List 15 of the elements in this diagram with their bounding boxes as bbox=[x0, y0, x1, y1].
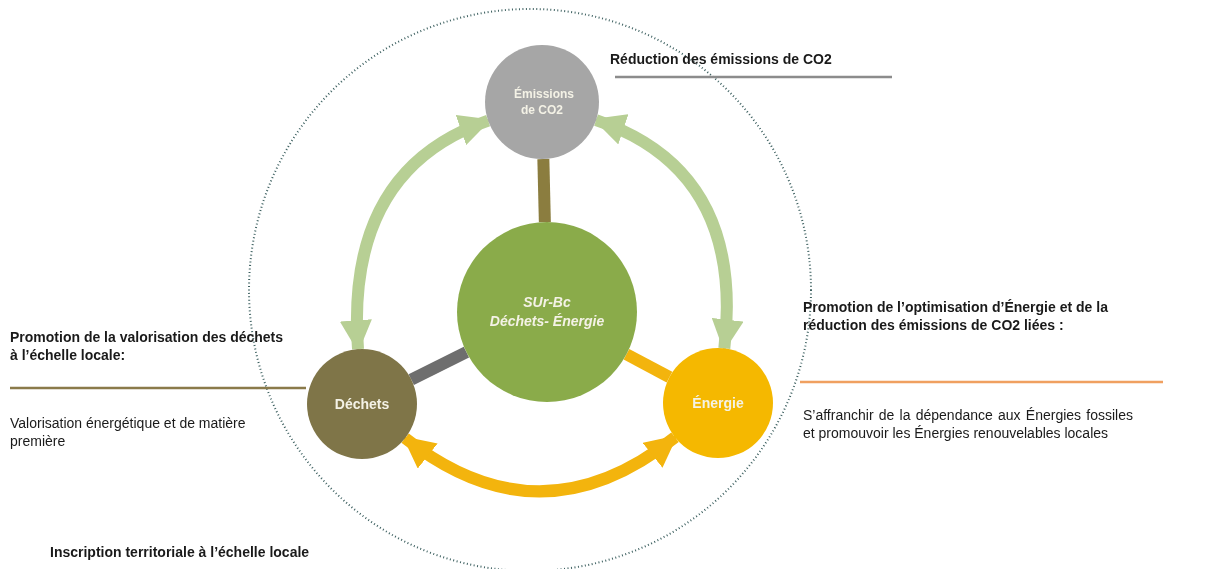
heading-text: Réduction des émissions de CO2 bbox=[610, 50, 833, 69]
node-label: Déchets- Énergie bbox=[489, 312, 605, 331]
connector-bar bbox=[537, 158, 551, 223]
connector-bar bbox=[623, 349, 673, 383]
node-label: Déchets bbox=[334, 394, 390, 414]
heading-text: Promotion de la valorisation des déchets à l’échelle locale: bbox=[10, 328, 285, 365]
node-label: Énergie bbox=[692, 393, 744, 413]
node-label: SUr-Bc bbox=[523, 293, 571, 312]
description-text: S’affranchir de la dépendance aux Énergies fossiles et promouvoir les Énergies renouvelables locales bbox=[803, 406, 1133, 443]
double-arrow bbox=[593, 114, 743, 352]
double-arrow bbox=[401, 432, 679, 498]
description-text: Valorisation énergétique et de matière première bbox=[10, 414, 247, 451]
heading-text: Inscription territoriale à l’échelle locale bbox=[50, 543, 311, 562]
heading-text: Promotion de l’optimisation d’Énergie et de la réduction des émissions de CO2 liées : bbox=[803, 298, 1109, 335]
connector-bar bbox=[408, 346, 470, 385]
